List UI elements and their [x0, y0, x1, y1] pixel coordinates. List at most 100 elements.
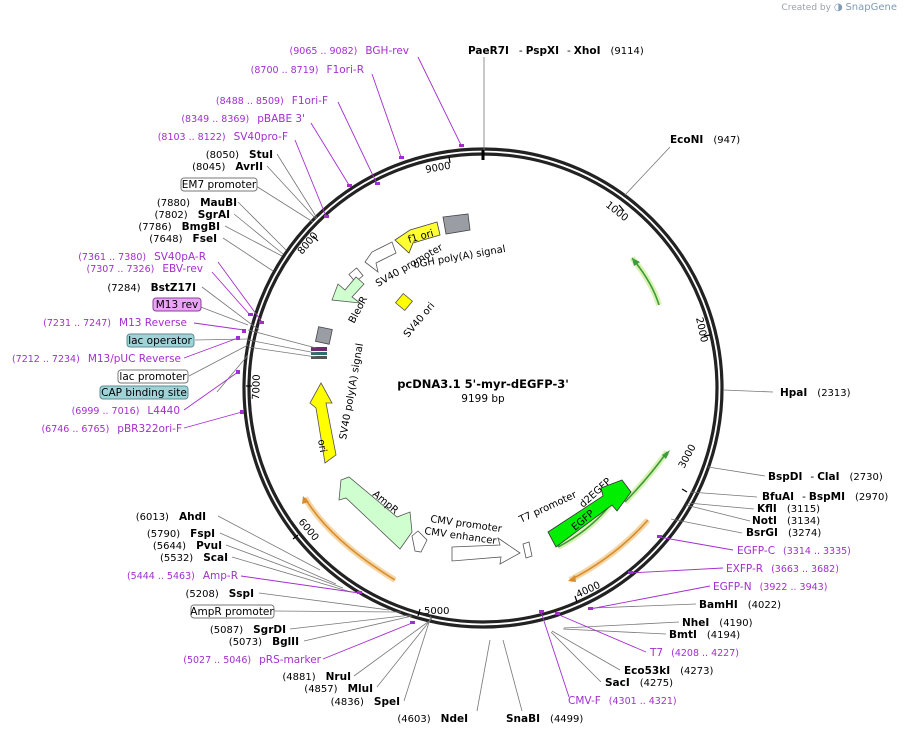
primer-exfp-r: EXFP-R(3663 .. 3682) — [726, 563, 839, 575]
enzyme-sgrai: (7802)SgrAI — [154, 209, 230, 221]
box-em7-promoter — [180, 177, 258, 192]
box-lac-operator-label: lac operator — [128, 335, 192, 347]
enzyme-spei: (4836)SpeI — [331, 696, 400, 708]
enzyme-kfli: KflI(3115) — [757, 503, 820, 515]
primer-egfp-c: EGFP-C(3314 .. 3335) — [737, 545, 851, 557]
box-ampr-promoter-label: AmpR promoter — [190, 606, 274, 618]
enzyme-mlui: (4857)MluI — [304, 683, 373, 695]
tick-marks — [246, 156, 711, 617]
enzyme-eco53ki: Eco53kI(4273) — [624, 665, 713, 677]
box-m13-rev — [152, 297, 202, 312]
feature-gray-box-2 — [315, 326, 333, 345]
snapgene-logo-icon: ◑ — [833, 2, 843, 13]
enzyme-snabi: SnaBI(4499) — [506, 713, 583, 725]
feature-ampr-promoter-shape — [411, 530, 428, 553]
enzyme-pvui: (5644)PvuI — [153, 540, 222, 552]
primer-egfp-n: EGFP-N(3922 .. 3943) — [713, 581, 827, 593]
snapgene-watermark: Created by ◑ SnapGene — [781, 2, 897, 13]
enzyme-bspdi: BspDI-ClaI(2730) — [768, 471, 883, 483]
enzyme-econi: EcoNI(947) — [670, 134, 740, 146]
feature-ori — [309, 382, 337, 464]
box-lac-promoter — [117, 369, 189, 384]
enzyme-bstz17i: (7284)BstZ17I — [107, 282, 196, 294]
enzyme-labels-left: (4603)NdeI (4836)SpeI (4857)MluI (4881)N… — [107, 149, 468, 725]
leader-lines — [188, 57, 774, 712]
feature-sv40-promoter-arrow — [364, 241, 397, 273]
feature-small-box — [348, 267, 364, 283]
tick-2000: 2000 — [693, 316, 709, 343]
plasmid-length: 9199 bp — [461, 393, 505, 405]
feature-bleor — [331, 276, 365, 304]
box-cap-binding-site-label: CAP binding site — [101, 387, 187, 399]
box-m13-rev-label: M13 rev — [156, 299, 199, 311]
enzyme-fsei: (7648)FseI — [149, 233, 217, 245]
primer-sv40pa-r: (7361 .. 7380)SV40pA-R — [78, 251, 206, 263]
watermark-created-by: Created by — [781, 3, 831, 13]
primer-f1ori-f: (8488 .. 8509)F1ori-F — [216, 95, 328, 107]
primer-markers — [236, 144, 662, 624]
primer-sv40pro-f: (8103 .. 8122)SV40pro-F — [158, 131, 288, 143]
backbone-outer — [242, 147, 724, 629]
enzyme-bglii: (5073)BglII — [229, 636, 299, 648]
features: f1 ori SV40 promoter bGH poly(A) signal … — [309, 213, 632, 565]
box-cap-binding-site — [99, 385, 189, 400]
feature-sv40-polya-label: SV40 poly(A) signal — [338, 342, 366, 440]
feature-ampr — [338, 476, 413, 550]
enzyme-bmgbi: (7786)BmgBI — [138, 221, 220, 233]
feature-t7-promoter-shape — [522, 541, 533, 559]
enzyme-labels: PaeR7I-PspXI-XhoI(9114) EcoNI(947) HpaI(… — [468, 45, 888, 725]
feature-f1-ori — [394, 221, 441, 254]
plasmid-name: pcDNA3.1 5'-myr-dEGFP-3' — [397, 377, 569, 391]
orf-arcs — [302, 256, 670, 583]
tick-9000: 9000 — [425, 161, 452, 176]
enzyme-avrii: (8045)AvrII — [192, 161, 263, 173]
watermark-brand: SnapGene — [845, 2, 897, 13]
feature-egfp — [547, 479, 632, 548]
enzyme-bamhi: BamHI(4022) — [699, 599, 781, 611]
feature-lac-operator-mark — [311, 352, 327, 355]
enzyme-bmti: BmtI(4194) — [669, 629, 740, 641]
feature-m13-mark — [311, 347, 327, 351]
primer-bgh-rev: (9065 .. 9082)BGH-rev — [290, 45, 409, 57]
enzyme-maubi: (7880)MauBI — [157, 197, 237, 209]
primer-cmv-f: CMV-F(4301 .. 4321) — [568, 695, 677, 707]
primer-m13-puc-reverse: (7212 .. 7234)M13/pUC Reverse — [12, 353, 181, 365]
enzyme-hpai: HpaI(2313) — [780, 387, 851, 399]
enzyme-saci: SacI(4275) — [605, 677, 673, 689]
primer-labels: (9065 .. 9082)BGH-rev (8700 .. 8719)F1or… — [12, 45, 851, 707]
enzyme-nrui: (4881)NruI — [282, 671, 351, 683]
primer-t7: T7(4208 .. 4227) — [649, 647, 739, 659]
enzyme-ndei: (4603)NdeI — [397, 713, 468, 725]
primer-ebv-rev: (7307 .. 7326)EBV-rev — [87, 263, 204, 275]
feature-gray-box-1 — [442, 213, 471, 235]
tick-3000: 3000 — [677, 443, 699, 471]
box-ampr-promoter — [190, 604, 275, 619]
enzyme-fspi: (5790)FspI — [147, 528, 215, 540]
enzyme-bfuai: BfuAI-BspMI(2970) — [762, 491, 888, 503]
enzyme-bsrgi: BsrGI(3274) — [746, 527, 821, 539]
enzyme-sgrdi: (5087)SgrDI — [210, 624, 286, 636]
enzyme-sspi: (5208)SspI — [185, 588, 254, 600]
primer-l4440: (6999 .. 7016)L4440 — [72, 405, 180, 417]
primer-f1ori-r: (8700 .. 8719)F1ori-R — [251, 64, 364, 76]
feature-cap-mark — [311, 356, 327, 359]
orf-arc-green-1 — [629, 256, 662, 306]
boxed-labels: EM7 promoter M13 rev lac operator lac pr… — [99, 177, 275, 619]
enzyme-stui: (8050)StuI — [206, 149, 273, 161]
primer-prs-marker: (5027 .. 5046)pRS-marker — [183, 654, 321, 666]
feature-bgh-polya-label: bGH poly(A) signal — [413, 244, 507, 271]
primer-m13-reverse: (7231 .. 7247)M13 Reverse — [43, 317, 187, 329]
primer-pbr322ori-f: (6746 .. 6765)pBR322ori-F — [41, 423, 182, 435]
box-em7-promoter-label: EM7 promoter — [182, 179, 257, 191]
tick-5000: 5000 — [424, 606, 449, 617]
enzyme-scai: (5532)ScaI — [160, 552, 228, 564]
box-lac-promoter-label: lac promoter — [119, 371, 187, 383]
tick-7000: 7000 — [251, 374, 263, 400]
feature-sv40-ori — [394, 292, 414, 312]
box-lac-operator — [126, 333, 195, 348]
enzyme-paer7i-group: PaeR7I-PspXI-XhoI(9114) — [468, 45, 644, 57]
feature-cmv-enhancer-arrow — [451, 537, 521, 565]
enzyme-nhei: NheI(4190) — [682, 617, 753, 629]
primer-pbabe-3: (8349 .. 8369)pBABE 3' — [181, 113, 305, 125]
